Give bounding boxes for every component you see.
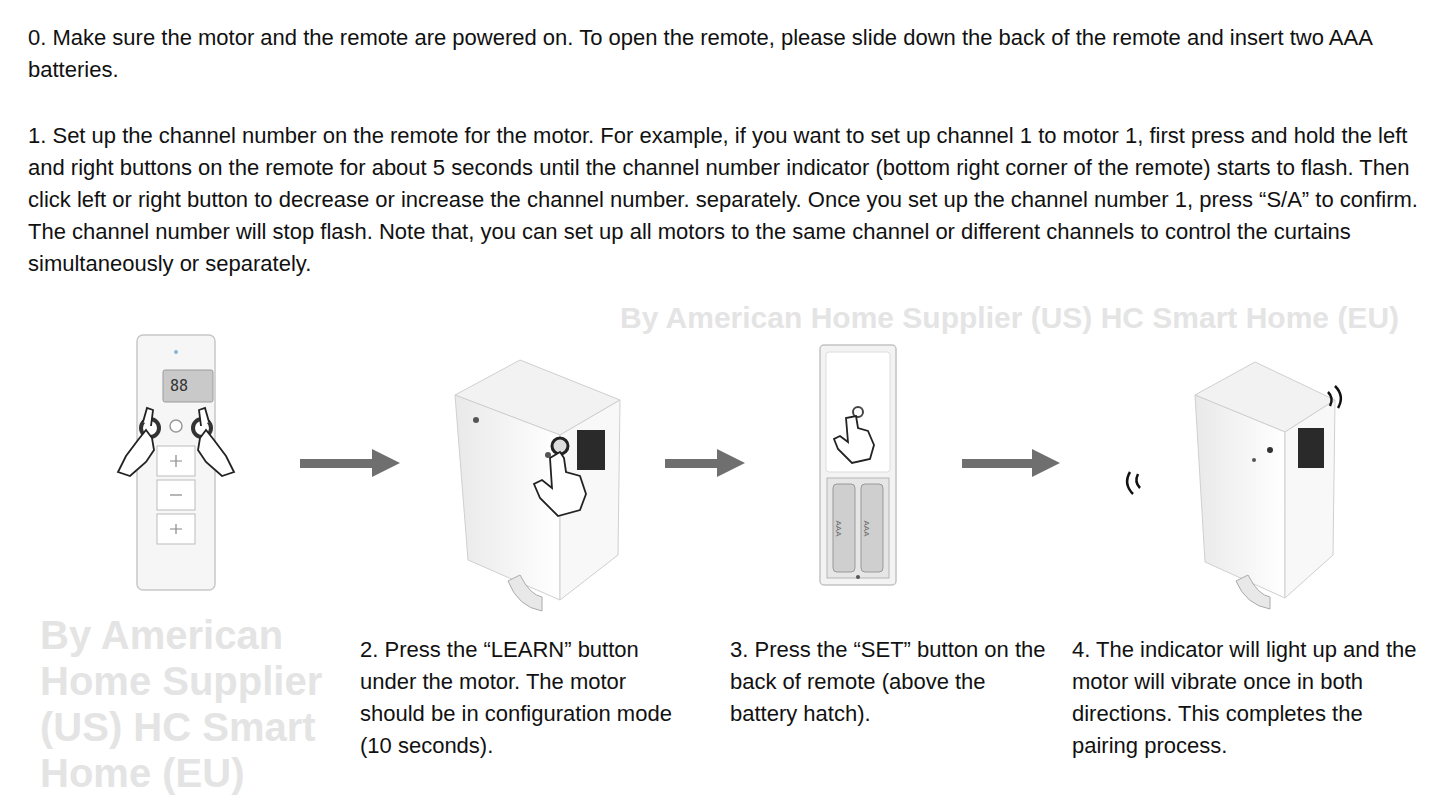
battery-label: AAA [862,520,871,536]
step-text: 0. Make sure the motor and the remote ar… [28,22,1423,86]
step-caption: 3. Press the “SET” button on the back of… [730,634,1055,730]
curtain-motor [1127,362,1341,609]
curtain-motor [455,360,620,611]
watermark: By American Home Supplier (US) HC Smart … [620,300,1399,336]
step-caption: 2. Press the “LEARN” button under the mo… [360,634,695,762]
remote-front [118,335,234,590]
step-arrow [300,449,1060,477]
step-text: 1. Set up the channel number on the remo… [28,120,1423,280]
watermark: By American Home Supplier (US) HC Smart … [40,612,340,796]
channel-display: 88 [170,378,188,394]
battery-label: AAA [834,520,843,536]
step-caption: 4. The indicator will light up and the m… [1072,634,1427,762]
remote-back [820,345,896,585]
